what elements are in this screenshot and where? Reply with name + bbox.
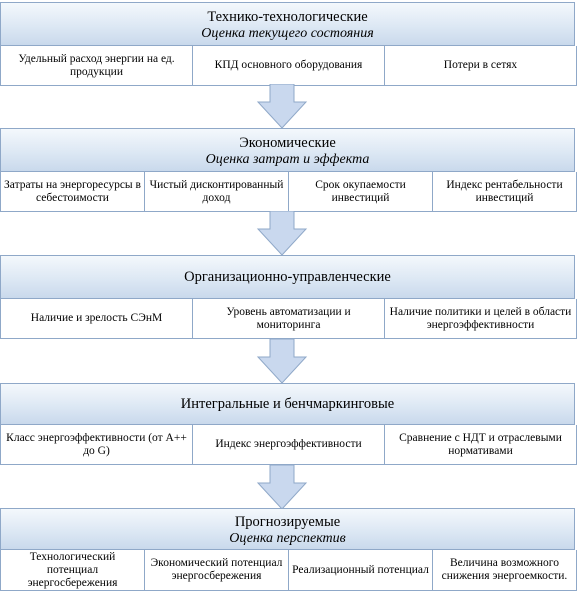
down-arrow-icon	[256, 211, 308, 256]
indicator-cell: Реализационный потенциал	[288, 550, 433, 591]
indicator-cell: Чистый дисконтированный доход	[144, 172, 289, 212]
indicator-cell: КПД основного оборудования	[192, 46, 385, 86]
indicator-cell: Затраты на энергоресурсы в себестоимости	[0, 172, 145, 212]
indicator-cell: Технологический потенциал энергосбережен…	[0, 550, 145, 591]
indicator-cell: Величина возможного снижения энергоемкос…	[432, 550, 577, 591]
indicator-cell: Класс энергоэффективности (от А++ до G)	[0, 425, 193, 465]
section-subtitle: Оценка перспектив	[229, 531, 346, 546]
indicator-row: Затраты на энергоресурсы в себестоимости…	[0, 172, 577, 212]
section-title: Экономические	[239, 135, 336, 151]
indicator-cell: Индекс рентабельности инвестиций	[432, 172, 577, 212]
indicator-cell: Потери в сетях	[384, 46, 577, 86]
indicator-cell: Экономический потенциал энергосбережения	[144, 550, 289, 591]
section-title: Прогнозируемые	[234, 514, 341, 530]
indicator-cell: Срок окупаемости инвестиций	[288, 172, 433, 212]
indicator-row: Технологический потенциал энергосбережен…	[0, 550, 577, 591]
down-arrow-icon	[256, 339, 308, 384]
down-arrow-icon	[256, 84, 308, 129]
section-header: Прогнозируемые Оценка перспектив	[0, 508, 575, 550]
down-arrow-icon	[256, 465, 308, 510]
indicator-row: Класс энергоэффективности (от А++ до G) …	[0, 425, 577, 465]
section-header: Технико-технологические Оценка текущего …	[0, 2, 575, 46]
section-header: Организационно-управленческие	[0, 255, 575, 299]
indicator-cell: Индекс энергоэффективности	[192, 425, 385, 465]
section-title: Технико-технологические	[207, 9, 368, 25]
indicator-row: Наличие и зрелость СЭнМ Уровень автомати…	[0, 299, 577, 339]
section-header: Экономические Оценка затрат и эффекта	[0, 128, 575, 172]
indicator-row: Удельный расход энергии на ед. продукции…	[0, 46, 577, 86]
indicator-cell: Наличие и зрелость СЭнМ	[0, 299, 193, 339]
section-subtitle: Оценка текущего состояния	[201, 26, 374, 41]
indicator-cell: Сравнение с НДТ и отраслевыми нормативам…	[384, 425, 577, 465]
section-header: Интегральные и бенчмаркинговые	[0, 383, 575, 425]
section-title: Организационно-управленческие	[184, 269, 391, 285]
section-subtitle: Оценка затрат и эффекта	[205, 152, 370, 167]
indicator-cell: Наличие политики и целей в области энерг…	[384, 299, 577, 339]
indicator-cell: Уровень автоматизации и мониторинга	[192, 299, 385, 339]
indicator-cell: Удельный расход энергии на ед. продукции	[0, 46, 193, 86]
section-title: Интегральные и бенчмаркинговые	[180, 396, 395, 412]
